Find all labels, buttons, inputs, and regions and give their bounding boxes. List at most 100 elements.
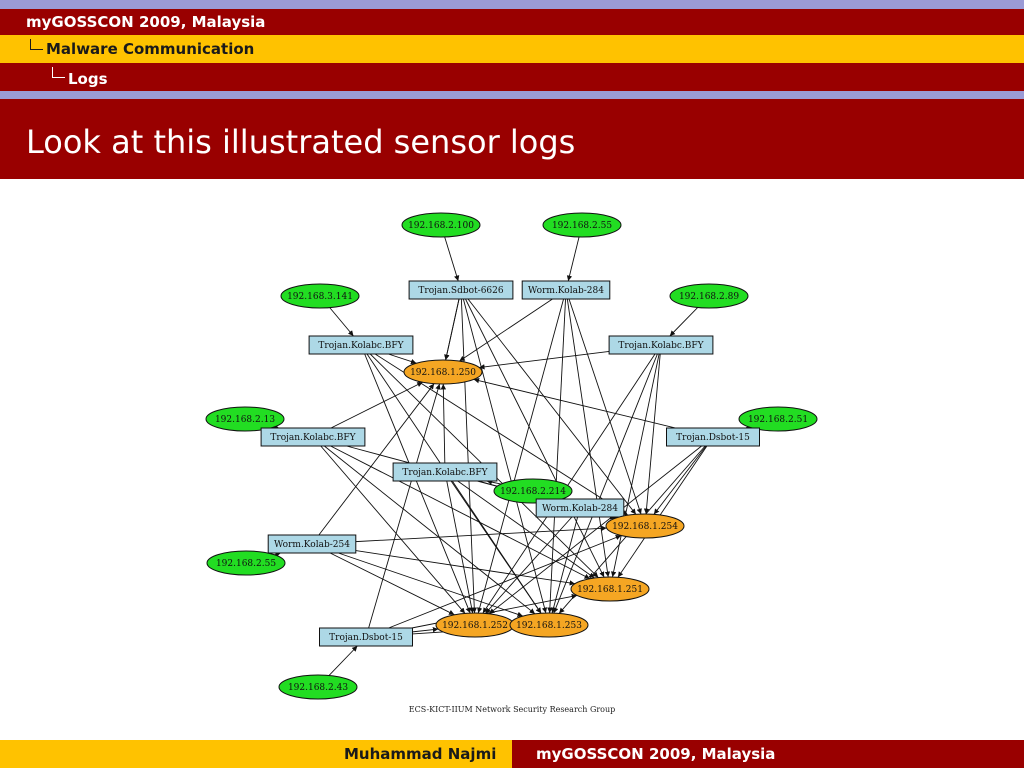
graph-edge-m8-t4 [485,516,573,614]
attacker-node-label: 192.168.2.89 [679,292,739,302]
target-node-label: 192.168.1.252 [442,621,508,631]
graph-edge-m9-t3 [355,550,576,586]
malware-node-shape [608,335,714,355]
graph-edge-m2-t5 [547,298,566,614]
graph-edge-m8-t5 [550,516,579,614]
graph-edge-m4-t5 [553,353,658,614]
malware-node-shape [319,627,413,647]
footer-author: Muhammad Najmi [344,745,497,763]
slide-title-bar: Look at this illustrated sensor logs [0,99,1024,179]
target-node-label: 192.168.1.251 [577,585,643,595]
graph-node-a6: 192.168.2.51 [738,406,818,432]
header-accent-stripe [0,91,1024,99]
graph-node-m4: Trojan.Kolabc.BFY [608,335,714,355]
malware-node-shape [408,280,514,300]
graph-node-t5: 192.168.1.253 [509,612,589,638]
attacker-node-shape [669,283,749,309]
graph-edge-m3-t4 [364,353,471,614]
graph-edge-m3-t1 [388,353,417,365]
graph-edge-m6-t1 [473,378,676,429]
attacker-node-shape [278,674,358,700]
footer-conference-bar: myGOSSCON 2009, Malaysia [512,740,1024,768]
malware-node-label: Trojan.Kolabc.BFY [402,468,488,478]
graph-node-m1: Trojan.Sdbot-6626 [408,280,514,300]
graph-edge-a3-m3 [329,307,354,337]
graph-node-t2: 192.168.1.254 [605,513,685,539]
graph-edge-m10-t2 [388,534,622,629]
graph-edge-m9-t4 [329,552,455,616]
target-node-shape [509,612,589,638]
graph-edge-m7-t4 [446,480,475,614]
graph-edge-a9-m10 [328,645,358,676]
graph-edge-m1-t1 [444,298,460,361]
graph-edge-m6-t3 [617,445,708,578]
malware-node-shape [666,427,760,447]
attacker-node-shape [401,212,481,238]
breadcrumb-section[interactable]: Malware Communication [0,35,1024,63]
graph-node-a3: 192.168.3.141 [280,283,360,309]
slide-title: Look at this illustrated sensor logs [26,123,576,161]
graph-edge-m7-t1 [440,383,447,464]
graph-node-t4: 192.168.1.252 [435,612,515,638]
malware-node-label: Trojan.Kolabc.BFY [270,433,356,443]
graph-node-m9: Worm.Kolab-254 [267,534,357,554]
malware-node-label: Trojan.Sdbot-6626 [418,286,503,296]
graph-edge-m10-t4 [412,626,439,633]
attacker-node-label: 192.168.2.55 [216,559,276,569]
attacker-node-shape [738,406,818,432]
attacker-node-label: 192.168.2.55 [552,221,612,231]
graph-edge-m4-t1 [479,350,610,370]
malware-node-label: Trojan.Dsbot-15 [329,633,403,643]
malware-node-shape [535,498,625,518]
breadcrumb-subsection[interactable]: Logs [0,63,1024,91]
malware-node-label: Worm.Kolab-284 [528,286,604,296]
target-node-shape [570,576,650,602]
graph-edge-m2-t4 [477,298,564,614]
graph-edge-m1-t4 [460,298,477,614]
malware-node-shape [267,534,357,554]
graph-node-t3: 192.168.1.251 [570,576,650,602]
graph-node-m3: Trojan.Kolabc.BFY [308,335,414,355]
graph-node-a2: 192.168.2.55 [542,212,622,238]
graph-edge-m4-t2 [643,353,661,515]
malware-node-shape [308,335,414,355]
malware-node-label: Trojan.Kolabc.BFY [618,341,704,351]
breadcrumb-conference[interactable]: myGOSSCON 2009, Malaysia [0,9,1024,35]
graph-edge-a1-m1 [444,236,460,282]
graph-node-m2: Worm.Kolab-284 [521,280,611,300]
target-node-label: 192.168.1.254 [612,522,678,532]
graph-node-m7: Trojan.Kolabc.BFY [392,462,498,482]
top-accent-stripe [0,0,1024,9]
graph-node-m10: Trojan.Dsbot-15 [319,627,413,647]
graph-node-m6: Trojan.Dsbot-15 [666,427,760,447]
graph-node-a8: 192.168.2.55 [206,550,286,576]
malware-node-shape [260,427,366,447]
tree-connector-icon [30,39,43,50]
graph-node-a7: 192.168.2.214 [493,478,573,504]
footer-author-bar: Muhammad Najmi [0,740,512,768]
graph-edge-m5-t4 [320,445,466,614]
target-node-shape [403,359,483,385]
graph-edge-m9-t5 [338,552,524,617]
attacker-node-shape [206,550,286,576]
graph-edge-m5-t1 [330,381,423,429]
graph-edge-m10-t1 [368,383,441,629]
attacker-node-shape [280,283,360,309]
graph-edge-m5-t5 [324,445,536,615]
attacker-node-shape [493,478,573,504]
graph-edge-m9-t2 [355,525,607,543]
tree-connector-icon [52,67,65,78]
graph-edge-m9-t1 [318,383,435,536]
graph-edge-m7-t3 [457,480,595,579]
graph-edge-a2-m2 [566,236,580,282]
graph-node-m5: Trojan.Kolabc.BFY [260,427,366,447]
attacker-node-shape [542,212,622,238]
target-node-shape [605,513,685,539]
attacker-node-label: 192.168.2.43 [288,683,348,693]
graph-edge-a4-m4 [669,307,699,337]
target-node-label: 192.168.1.250 [410,368,476,378]
malware-node-label: Trojan.Dsbot-15 [676,433,750,443]
target-node-label: 192.168.1.253 [516,621,582,631]
graph-node-a9: 192.168.2.43 [278,674,358,700]
